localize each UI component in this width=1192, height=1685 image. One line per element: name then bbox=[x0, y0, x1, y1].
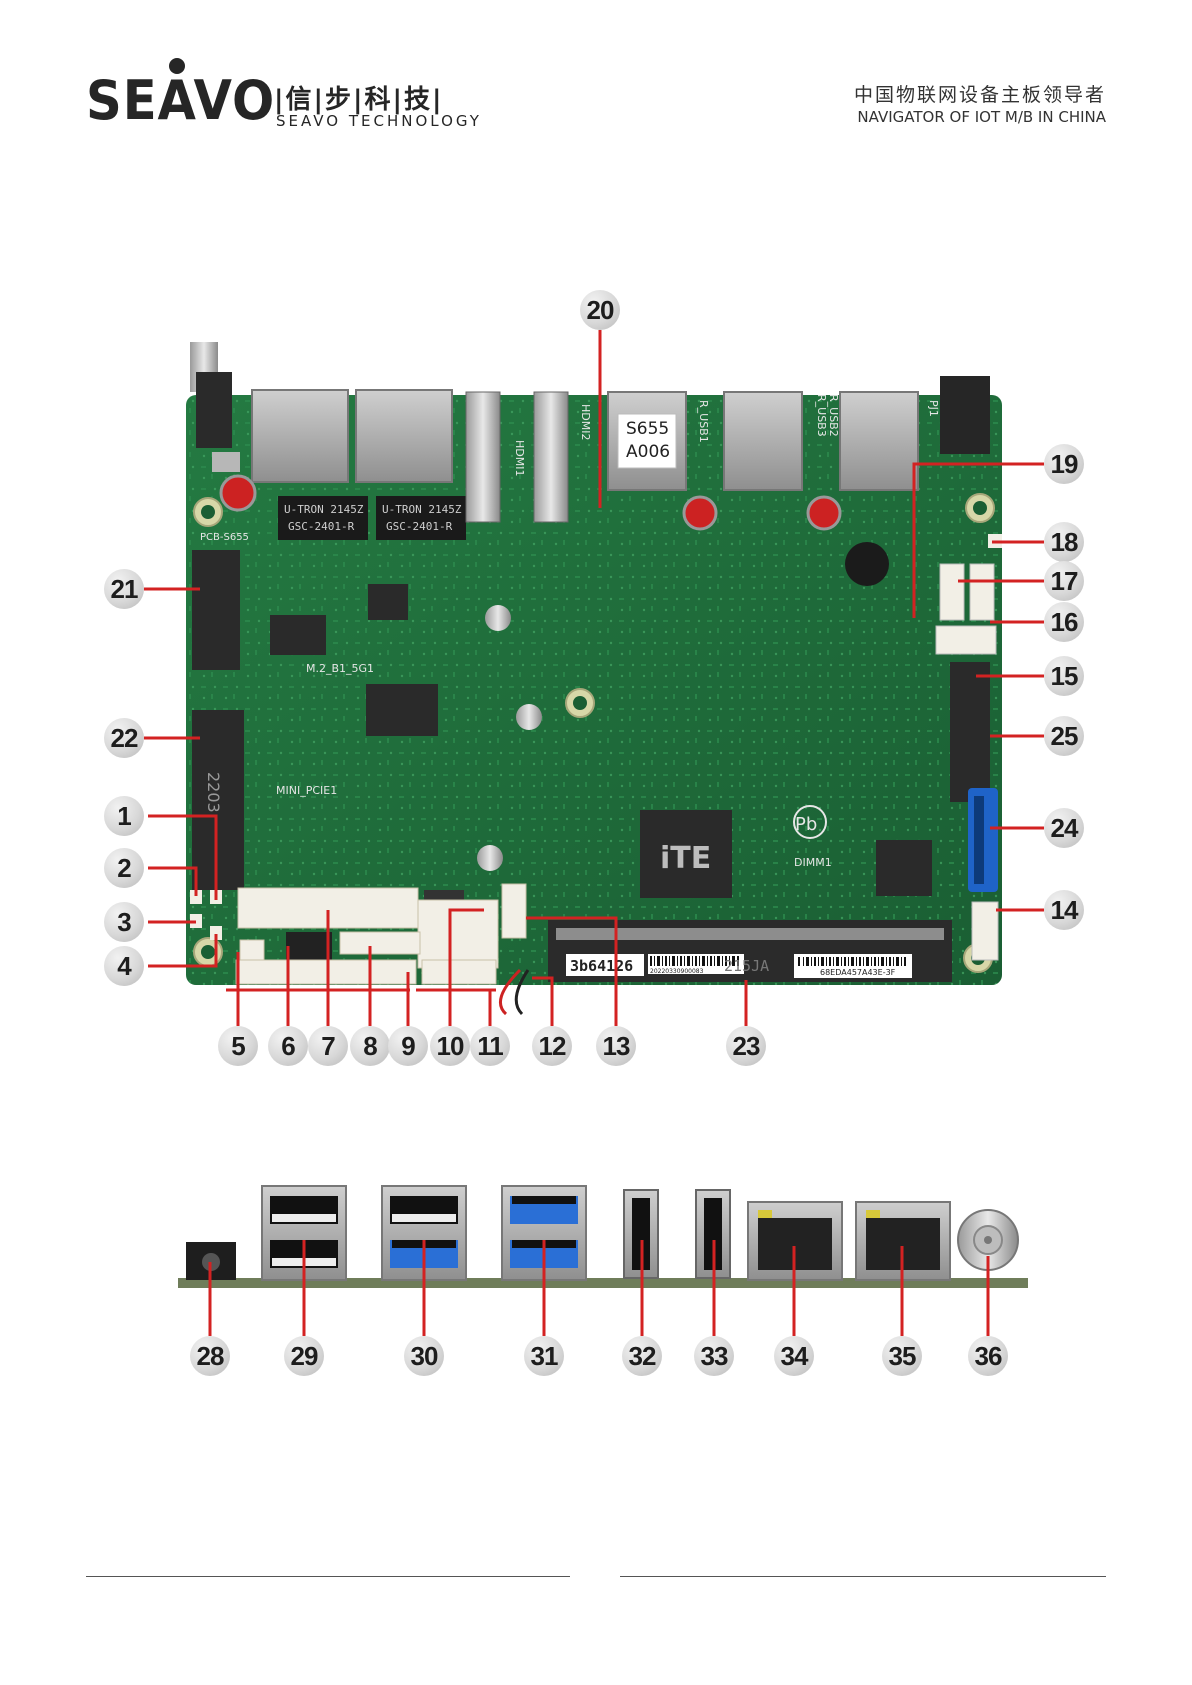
footer-rule-right bbox=[620, 1576, 1106, 1577]
r-usb3-silk: R_USB3 bbox=[815, 394, 828, 437]
dimm-silk: DIMM1 bbox=[794, 856, 832, 869]
dimm-label-2: 215JA bbox=[724, 957, 769, 975]
callout-10: 10 bbox=[430, 1026, 470, 1066]
lan2-chip-text2: GSC-2401-R bbox=[386, 520, 453, 533]
logo-english-name: SEAVO TECHNOLOGY bbox=[276, 112, 482, 130]
lan1-chip-text2: GSC-2401-R bbox=[288, 520, 355, 533]
top-view-io: U-TRON 2145Z GSC-2401-R U-TRON 2145Z GSC… bbox=[190, 342, 1002, 655]
hdmi2-silk: HDMI2 bbox=[579, 404, 592, 440]
dimm-slot: 3b64126 20220330900083 215JA 68E bbox=[548, 920, 952, 982]
callout-31: 31 bbox=[524, 1336, 564, 1376]
callout-4: 4 bbox=[104, 946, 144, 986]
callout-13: 13 bbox=[596, 1026, 636, 1066]
r-usb2-silk: R_USB2 bbox=[827, 394, 840, 437]
callout-24: 24 bbox=[1044, 808, 1084, 848]
callout-32: 32 bbox=[622, 1336, 662, 1376]
callout-16: 16 bbox=[1044, 602, 1084, 642]
r-usb1-silk: R_USB1 bbox=[697, 400, 710, 443]
ite-chip-logo: iTE bbox=[660, 841, 711, 876]
callout-2: 2 bbox=[104, 848, 144, 888]
m2-silk: M.2_B1_5G1 bbox=[306, 662, 374, 675]
callout-6: 6 bbox=[268, 1026, 308, 1066]
callout-9: 9 bbox=[388, 1026, 428, 1066]
callout-28: 28 bbox=[190, 1336, 230, 1376]
callout-8: 8 bbox=[350, 1026, 390, 1066]
board-figure: U-TRON 2145Z GSC-2401-R U-TRON 2145Z GSC… bbox=[104, 290, 1084, 1376]
callout-25: 25 bbox=[1044, 716, 1084, 756]
callout-18: 18 bbox=[1044, 522, 1084, 562]
leader-lines bbox=[144, 330, 1044, 1336]
callout-30: 30 bbox=[404, 1336, 444, 1376]
right-slots bbox=[950, 662, 999, 961]
hdmi1-silk: HDMI1 bbox=[513, 440, 526, 476]
chip-s655: S655 bbox=[626, 419, 669, 439]
callout-20: 20 bbox=[580, 290, 620, 330]
logo-chinese-name: |信|步|科|技| bbox=[274, 85, 444, 115]
callout-33: 33 bbox=[694, 1336, 734, 1376]
footer-rule-left bbox=[86, 1576, 570, 1577]
logo-dot bbox=[169, 58, 185, 74]
callout-23: 23 bbox=[726, 1026, 766, 1066]
callout-21: 21 bbox=[104, 569, 144, 609]
pcb-silk: PCB-S655 bbox=[200, 532, 249, 543]
callout-11: 11 bbox=[470, 1026, 510, 1066]
callout-7: 7 bbox=[308, 1026, 348, 1066]
dimm-barcode-text: 20220330900083 bbox=[650, 968, 704, 975]
callout-29: 29 bbox=[284, 1336, 324, 1376]
left-slots: PCB-S655 M.2_B1_5G1 2203 MINI_PCIE1 bbox=[192, 532, 374, 890]
callout-17: 17 bbox=[1044, 561, 1084, 601]
chip-a006: A006 bbox=[626, 442, 670, 462]
pj1-silk: PJ1 bbox=[927, 400, 940, 417]
logo-wordmark: SEAVO bbox=[86, 69, 276, 132]
tagline-english: NAVIGATOR OF IOT M/B IN CHINA bbox=[857, 108, 1106, 126]
pb-free-mark: Pb bbox=[795, 814, 817, 835]
callout-12: 12 bbox=[532, 1026, 572, 1066]
lan2-chip-text: U-TRON 2145Z bbox=[382, 503, 462, 516]
center-chips: iTE Pb DIMM1 bbox=[270, 584, 932, 898]
dimm-label-1: 3b64126 bbox=[570, 957, 633, 975]
callout-36: 36 bbox=[968, 1336, 1008, 1376]
minipcie-silk: MINI_PCIE1 bbox=[276, 784, 337, 797]
callout-19: 19 bbox=[1044, 444, 1084, 484]
minipcie-code: 2203 bbox=[204, 772, 223, 813]
bottom-headers bbox=[190, 883, 530, 1016]
callout-5: 5 bbox=[218, 1026, 258, 1066]
tagline-chinese: 中国物联网设备主板领导者 bbox=[853, 84, 1106, 106]
board-illustration: U-TRON 2145Z GSC-2401-R U-TRON 2145Z GSC… bbox=[144, 330, 1044, 1336]
callout-15: 15 bbox=[1044, 656, 1084, 696]
callout-22: 22 bbox=[104, 718, 144, 758]
callout-1: 1 bbox=[104, 796, 144, 836]
lan1-chip-text: U-TRON 2145Z bbox=[284, 503, 364, 516]
callout-3: 3 bbox=[104, 902, 144, 942]
callout-14: 14 bbox=[1044, 890, 1084, 930]
dimm-label-3: 68EDA457A43E-3F bbox=[820, 968, 896, 977]
callout-35: 35 bbox=[882, 1336, 922, 1376]
callout-34: 34 bbox=[774, 1336, 814, 1376]
